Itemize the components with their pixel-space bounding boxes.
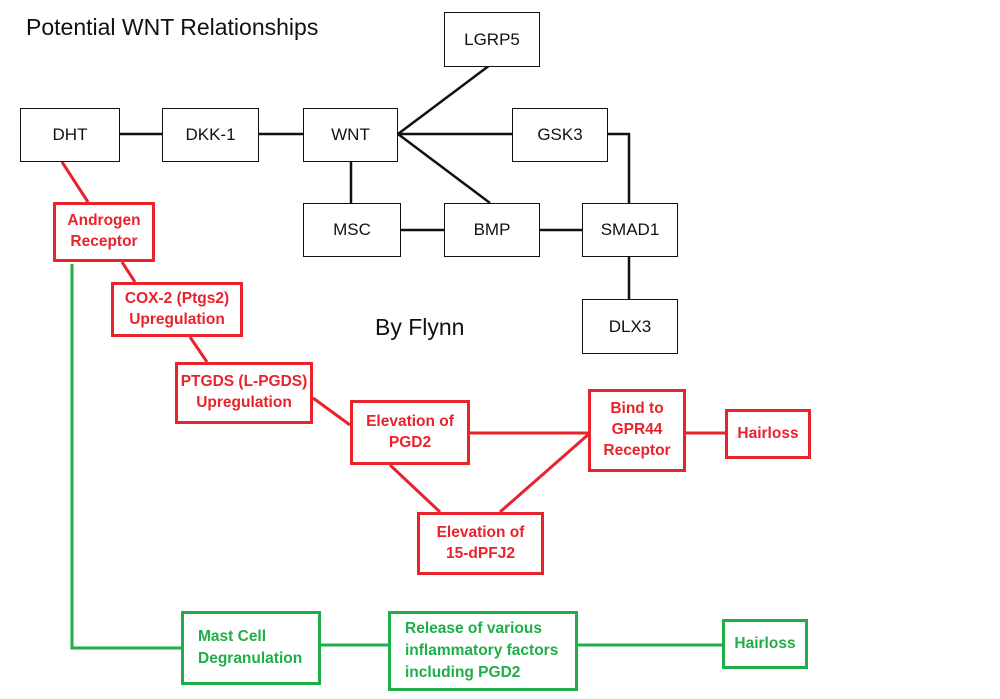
node-mast-cell: Mast Cell Degranulation — [181, 611, 321, 685]
edge-ptgds-pgd2 — [312, 396, 351, 427]
page-title: Potential WNT Relationships — [26, 14, 319, 40]
node-release-label: Release of various inflammatory factors … — [405, 620, 559, 681]
edge-androgen-mast — [70, 264, 181, 650]
node-hairloss-red: Hairloss — [725, 409, 811, 459]
node-msc-label: MSC — [333, 220, 371, 239]
node-gsk3: GSK3 — [512, 108, 608, 162]
node-msc: MSC — [303, 203, 401, 257]
node-hairloss-green-label: Hairloss — [734, 635, 796, 653]
node-gpr44: Bind to GPR44 Receptor — [588, 389, 686, 472]
author-credit: By Flynn — [375, 314, 465, 340]
edge-dht-androgen — [60, 161, 90, 203]
node-dlx3-label: DLX3 — [608, 316, 652, 336]
edge-wnt-bmp — [397, 133, 491, 204]
node-lgrp5: LGRP5 — [444, 12, 540, 67]
node-androgen-receptor: Androgen Receptor — [53, 202, 155, 262]
node-dht-label: DHT — [52, 125, 88, 144]
node-cox2: COX-2 (Ptgs2) Upregulation — [111, 282, 243, 337]
node-release: Release of various inflammatory factors … — [388, 611, 578, 691]
node-bmp-label: BMP — [473, 220, 511, 239]
edge-wnt-lgrp5 — [397, 64, 491, 135]
node-lgrp5-label: LGRP5 — [464, 29, 520, 49]
node-gpr44-label: Bind to GPR44 Receptor — [603, 400, 671, 459]
node-pgd2: Elevation of PGD2 — [350, 400, 470, 465]
node-cox2-label: COX-2 (Ptgs2) Upregulation — [124, 289, 230, 328]
edge-gsk3-smad1 — [608, 132, 631, 203]
node-wnt: WNT — [303, 108, 398, 162]
node-dht: DHT — [20, 108, 120, 162]
node-dkk1: DKK-1 — [162, 108, 259, 162]
node-hairloss-green: Hairloss — [722, 619, 808, 669]
node-dpfj2: Elevation of 15-dPFJ2 — [417, 512, 544, 575]
node-smad1-label: SMAD1 — [600, 220, 660, 239]
node-dpfj2-label: Elevation of 15-dPFJ2 — [436, 523, 525, 562]
node-ptgds: PTGDS (L-PGDS) Upregulation — [175, 362, 313, 424]
node-smad1: SMAD1 — [582, 203, 678, 257]
node-bmp: BMP — [444, 203, 540, 257]
node-hairloss-red-label: Hairloss — [737, 424, 799, 442]
node-gsk3-label: GSK3 — [537, 125, 583, 144]
edge-cox2-ptgds — [188, 336, 209, 363]
node-dkk1-label: DKK-1 — [185, 125, 236, 144]
node-mast-cell-label: Mast Cell Degranulation — [198, 628, 303, 667]
edge-androgen-cox2 — [120, 261, 137, 283]
edge-pgd2-dpfj2 — [388, 463, 442, 514]
edge-dpfj2-gpr44 — [499, 431, 591, 514]
node-pgd2-label: Elevation of PGD2 — [366, 412, 454, 451]
node-wnt-label: WNT — [331, 125, 370, 144]
node-androgen-receptor-label: Androgen Receptor — [67, 212, 141, 250]
node-dlx3: DLX3 — [582, 299, 678, 354]
node-ptgds-label: PTGDS (L-PGDS) Upregulation — [180, 373, 308, 411]
